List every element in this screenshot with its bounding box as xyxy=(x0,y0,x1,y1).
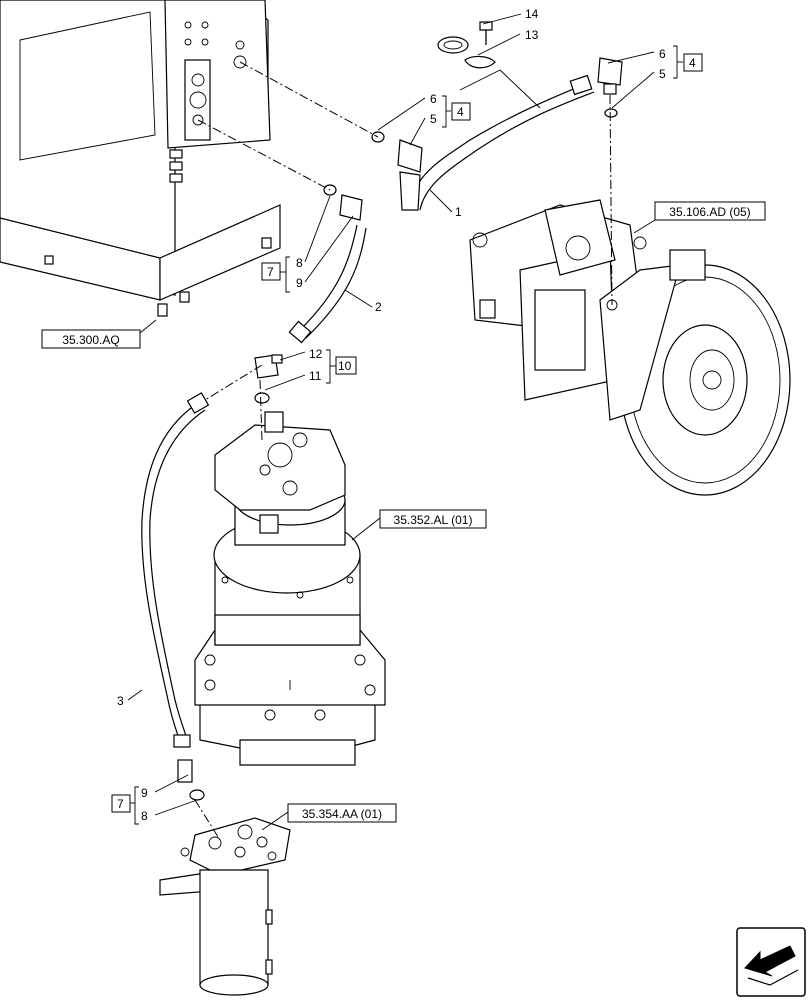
hose-3 xyxy=(141,392,210,783)
fittings xyxy=(189,21,618,801)
callout-6-left: 6 xyxy=(430,92,437,106)
ref-35-354-aa: 35.354.AA (01) xyxy=(302,807,382,821)
callout-14: 14 xyxy=(525,7,539,21)
callout-5-right: 5 xyxy=(659,67,666,81)
kit-4-left: 4 xyxy=(457,105,464,119)
callout-8-top: 8 xyxy=(296,256,303,270)
callout-9-top: 9 xyxy=(296,276,303,290)
callout-3: 3 xyxy=(117,694,124,708)
ref-35-106-ad: 35.106.AD (05) xyxy=(669,205,750,219)
reference-labels: 35.300.AQ 35.106.AD (05) 35.352.AL (01) … xyxy=(41,201,766,823)
callout-8-bottom: 8 xyxy=(141,809,148,823)
hose-2 xyxy=(288,194,367,344)
centre-lines xyxy=(194,61,613,841)
kit-10: 10 xyxy=(338,359,352,373)
kit-4-right: 4 xyxy=(689,56,696,70)
kit-7-top: 7 xyxy=(267,265,274,279)
callout-12: 12 xyxy=(309,347,323,361)
callout-13: 13 xyxy=(525,28,539,42)
main-pump xyxy=(469,199,791,496)
callout-6-right: 6 xyxy=(659,47,666,61)
callout-9-bottom: 9 xyxy=(141,786,148,800)
hose-1 xyxy=(397,57,623,211)
brackets xyxy=(130,45,683,825)
ref-35-300-aq: 35.300.AQ xyxy=(62,333,119,347)
swivel-joint xyxy=(159,817,291,996)
kit-7-bottom: 7 xyxy=(117,797,124,811)
kit-boxes: 4 4 7 10 7 xyxy=(111,53,703,813)
arrow-left-down-icon[interactable] xyxy=(736,927,806,997)
callout-5-left: 5 xyxy=(430,112,437,126)
swing-motor xyxy=(194,411,386,766)
callout-11: 11 xyxy=(309,369,322,383)
callout-numbers: 1 2 3 14 13 6 5 6 5 8 9 12 11 9 8 xyxy=(117,7,666,823)
callout-2: 2 xyxy=(375,300,382,314)
leader-lines xyxy=(127,13,656,831)
callout-1: 1 xyxy=(455,205,462,219)
hydraulic-tank xyxy=(0,0,281,317)
ref-35-352-al: 35.352.AL (01) xyxy=(394,513,473,527)
